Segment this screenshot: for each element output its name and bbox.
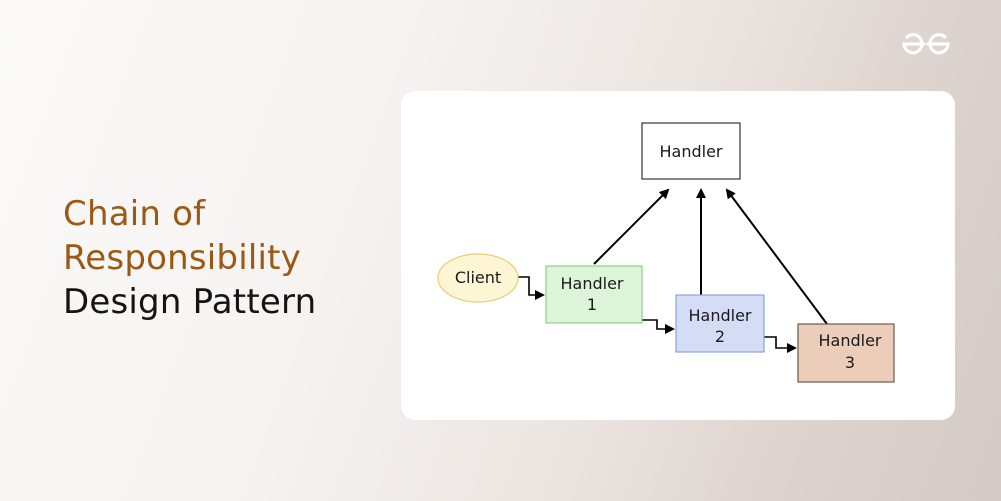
title-line-2: Responsibility bbox=[63, 238, 301, 278]
handler-3-number: 3 bbox=[845, 353, 855, 372]
handler-top-node: Handler bbox=[641, 122, 741, 180]
handler-2-number: 2 bbox=[715, 327, 725, 346]
handler-3-label: Handler bbox=[819, 331, 882, 350]
handler-2-label: Handler bbox=[689, 306, 752, 325]
page-title: Chain of Responsibility Design Pattern bbox=[63, 192, 383, 324]
handler-2-node: Handler 2 bbox=[675, 294, 765, 353]
client-label: Client bbox=[455, 268, 501, 287]
diagram-card: Handler Client Handler 1 Handler 2 Handl… bbox=[401, 91, 955, 420]
client-node: Client bbox=[437, 253, 519, 303]
handler-1-label: Handler bbox=[561, 274, 624, 293]
handler-3-node: Handler 3 bbox=[797, 323, 895, 383]
arrow-handler3-to-handler bbox=[725, 188, 828, 325]
chain-diagram: Handler Client Handler 1 Handler 2 Handl… bbox=[437, 122, 895, 383]
arrow-handler1-to-handler bbox=[593, 188, 670, 265]
gfg-logo-icon bbox=[902, 33, 950, 55]
handler-1-number: 1 bbox=[587, 295, 597, 314]
arrow-handler2-to-handler3 bbox=[764, 336, 797, 353]
handler-top-label: Handler bbox=[660, 142, 723, 161]
arrow-handler1-to-handler2 bbox=[642, 319, 675, 334]
handler-1-node: Handler 1 bbox=[545, 265, 643, 324]
arrow-client-to-handler1 bbox=[517, 276, 545, 300]
title-line-3: Design Pattern bbox=[63, 282, 317, 322]
title-line-1: Chain of bbox=[63, 194, 206, 234]
